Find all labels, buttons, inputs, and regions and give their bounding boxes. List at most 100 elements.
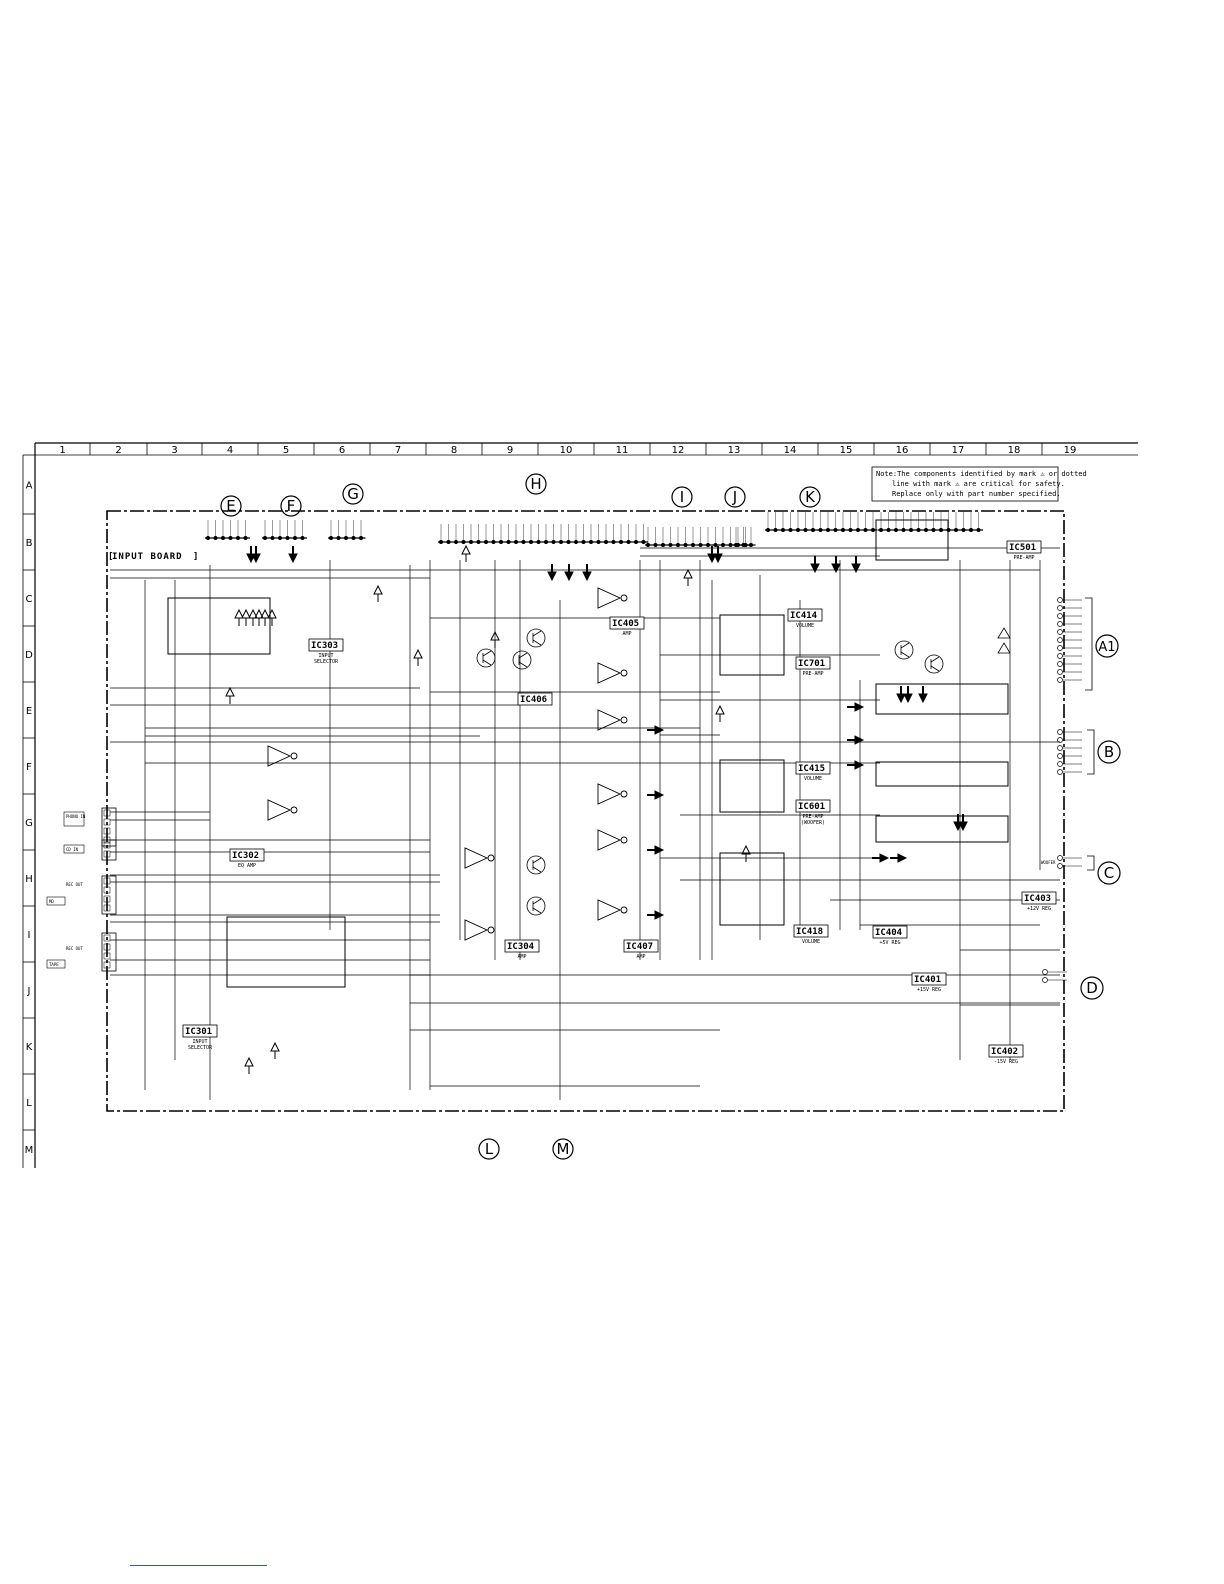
output-terminal [1057,653,1063,659]
signal-arrow [373,584,383,595]
connector-bottom-l: L [478,1138,500,1160]
signal-arrow [547,571,557,582]
ic402-label-box [988,1044,1024,1058]
signal-arrow [654,845,665,855]
signal-arrow [896,693,906,704]
grid-row-label: A [26,481,33,492]
ic601-desc: PRE-AMP [802,814,823,820]
jack-block [101,932,117,972]
ic301-desc-2: SELECTOR [188,1045,213,1051]
signal-arrow [654,790,665,800]
grid-column-label: 18 [1008,445,1021,456]
transistor-emitter [518,661,528,668]
ic303-desc-2: SELECTOR [314,659,339,665]
connector-top-f: F [280,495,302,517]
ic301-label-box [182,1024,218,1038]
ic405-desc: AMP [622,631,631,637]
op-amp-output-node [620,790,628,798]
ic414-label: IC414 [790,611,818,621]
signal-arrow [831,563,841,574]
connector-label-c: C [1104,864,1114,882]
output-terminal [1042,977,1048,983]
ic601-desc-2: (WOOFER) [801,820,825,826]
jack-pin [103,841,111,849]
grid-frame [22,442,1138,1168]
output-terminal [1057,597,1063,603]
ic701-label-box [795,656,831,670]
ic401-desc: +15V REG [917,987,941,993]
op-amp-output-node [620,906,628,914]
grid-column-label: 6 [339,445,345,456]
connector-right-a1: A1 [1095,634,1119,658]
transistor-collector [532,630,542,637]
op-amp [597,709,622,731]
jack-pin [103,952,111,960]
grid-row-label: B [26,538,33,549]
grid-column-label: 12 [672,445,685,456]
connector-top-i: I [671,486,693,508]
grid-row-label: F [26,762,32,773]
footer-underline [130,1565,267,1566]
ic407-desc: AMP [636,954,645,960]
signal-arrow [267,608,277,619]
output-terminal [1057,855,1063,861]
signal-arrow [713,553,723,564]
ic418-label-box [793,924,829,938]
transistor [924,654,944,674]
jack-tape: TAPE [49,962,59,967]
signal-arrow [244,1056,254,1067]
grid-column-label: 16 [896,445,909,456]
jack-pin [103,943,111,951]
transistor [526,855,546,875]
a1-bracket [1085,597,1093,691]
op-amp [464,847,489,869]
transistor-emitter [532,639,542,646]
ic601-label: IC601 [798,802,825,812]
ic401-label-box [911,972,947,986]
grid-column-label: 15 [840,445,853,456]
output-terminal [1057,761,1063,767]
transistor-collector [532,898,542,905]
signal-arrow [683,568,693,579]
jack-pin [103,904,111,912]
ic402-label: IC402 [991,1047,1018,1057]
ic405-label-box [609,616,645,630]
jack-woofer: WOOFER [1041,860,1056,865]
signal-arrow [879,853,890,863]
signal-arrow [854,760,865,770]
jack-pin [103,934,111,942]
board-title-bracket-right: ] [193,552,199,562]
ic402-desc: -15V REG [994,1059,1018,1065]
ic415-label-box [795,761,831,775]
connector-label-l: L [485,1140,494,1158]
grid-column-label: 10 [560,445,573,456]
output-terminal [1057,645,1063,651]
connector-top-g: G [342,483,364,505]
connector-label-i: I [680,488,684,506]
connector-label-m: M [557,1140,570,1158]
signal-arrow [715,704,725,715]
jack-block [101,839,117,861]
signal-arrow [854,735,865,745]
output-terminal [1057,637,1063,643]
ic414-label-box [787,608,823,622]
ic303-label: IC303 [311,641,338,651]
ic407-label: IC407 [626,942,653,952]
output-terminal [1057,605,1063,611]
jack-pin [103,809,111,817]
output-terminal [1057,629,1063,635]
grid-column-label: 17 [952,445,965,456]
transistor-collector [518,652,528,659]
signal-arrow [241,608,251,619]
jack-pin [103,818,111,826]
op-amp-output-node [290,806,298,814]
transistor [476,648,496,668]
connector-label-k: K [805,488,816,506]
signal-arrow [918,693,928,704]
signal-arrow [851,563,861,574]
grid-column-label: 9 [507,445,513,456]
ic304-label-box [504,939,540,953]
ic303-desc: INPUT [318,653,333,659]
grid-column-label: 7 [395,445,401,456]
